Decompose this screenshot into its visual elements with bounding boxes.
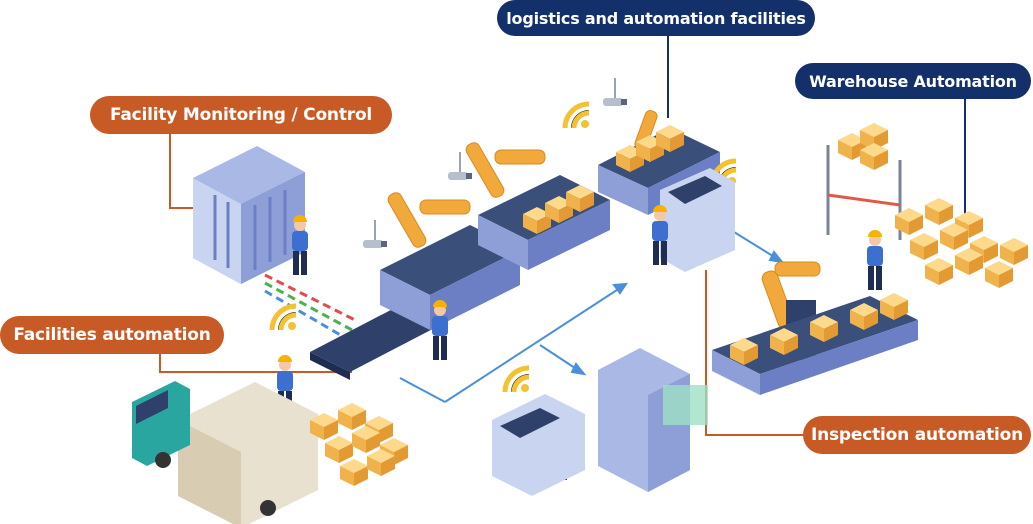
- worker-icon: [292, 215, 308, 275]
- label-logistics: logistics and automation facilities: [497, 0, 815, 36]
- label-inspection: Inspection automation: [803, 416, 1031, 454]
- security-camera-icon: [362, 219, 388, 249]
- control-panel-icon: [660, 168, 735, 272]
- flow-arrows: [399, 231, 785, 403]
- label-warehouse: Warehouse Automation: [795, 63, 1031, 99]
- robot-arm-icon: [387, 110, 821, 330]
- pallet-box-icon: [826, 123, 1028, 288]
- label-monitoring: Facility Monitoring / Control: [90, 96, 392, 134]
- wifi-icon: [272, 306, 296, 330]
- label-facilities: Facilities automation: [0, 316, 224, 354]
- truck-icon: [132, 381, 318, 524]
- server-cabinet-icon: [193, 146, 305, 284]
